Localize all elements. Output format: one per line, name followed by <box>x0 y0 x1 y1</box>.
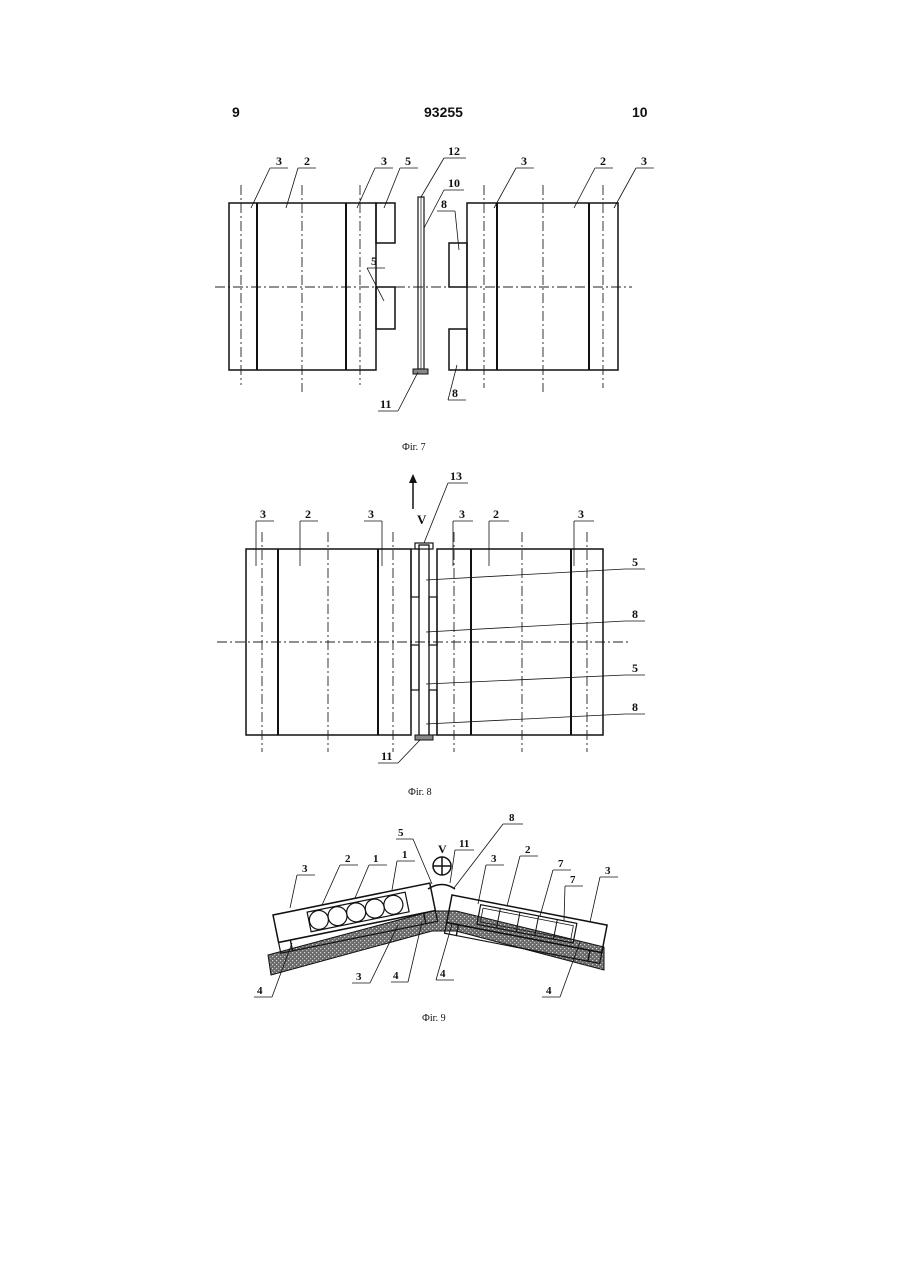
label-4: 4 <box>546 985 552 997</box>
label-4: 4 <box>257 985 263 997</box>
label-8: 8 <box>632 700 638 714</box>
label-3: 3 <box>276 154 282 168</box>
label-3: 3 <box>521 154 527 168</box>
figure-8-caption: Фіг. 8 <box>408 787 432 798</box>
label-8: 8 <box>441 197 447 211</box>
right-module <box>467 203 618 370</box>
label-11: 11 <box>459 838 469 850</box>
label-11: 11 <box>381 749 392 763</box>
label-3: 3 <box>381 154 387 168</box>
left-module <box>229 203 376 370</box>
figure-8: V <box>217 469 645 798</box>
label-5: 5 <box>398 827 404 839</box>
label-8: 8 <box>509 812 515 824</box>
label-12: 12 <box>448 144 460 158</box>
stop-11 <box>413 369 428 374</box>
label-2: 2 <box>345 853 351 865</box>
stop-11 <box>415 735 433 740</box>
pin-13 <box>419 545 429 736</box>
label-3: 3 <box>368 507 374 521</box>
label-1: 1 <box>373 853 379 865</box>
label-7: 7 <box>570 874 576 886</box>
label-5: 5 <box>632 661 638 675</box>
label-3: 3 <box>491 853 497 865</box>
hinge-joint <box>428 885 455 890</box>
label-5: 5 <box>632 555 638 569</box>
label-8: 8 <box>452 386 458 400</box>
label-13: 13 <box>450 469 462 483</box>
arrow-label: V <box>417 512 427 527</box>
label-3: 3 <box>459 507 465 521</box>
label-2: 2 <box>305 507 311 521</box>
label-3: 3 <box>578 507 584 521</box>
tab-5-lower <box>376 287 395 329</box>
label-2: 2 <box>304 154 310 168</box>
label-2: 2 <box>525 844 531 856</box>
figure-7: 3 2 3 5 12 10 3 2 3 8 5 11 8 Фіг. 7 <box>215 144 654 453</box>
label-4: 4 <box>440 968 446 980</box>
pin-head <box>415 543 433 549</box>
label-7: 7 <box>558 858 564 870</box>
figure-9: V <box>254 812 618 1024</box>
label-3: 3 <box>641 154 647 168</box>
label-1: 1 <box>402 849 408 861</box>
figure-9-caption: Фіг. 9 <box>422 1013 446 1024</box>
figure-7-caption: Фіг. 7 <box>402 442 426 453</box>
label-3: 3 <box>302 863 308 875</box>
label-2: 2 <box>493 507 499 521</box>
view-label: V <box>438 842 447 856</box>
label-2: 2 <box>600 154 606 168</box>
label-4: 4 <box>393 970 399 982</box>
label-11: 11 <box>380 397 391 411</box>
label-5: 5 <box>371 254 377 268</box>
arrow-head-icon <box>409 474 417 483</box>
label-5: 5 <box>405 154 411 168</box>
tab-5-upper <box>376 203 395 243</box>
label-3: 3 <box>605 865 611 877</box>
label-3: 3 <box>356 971 362 983</box>
tab-8-lower <box>449 329 467 370</box>
tab-8-upper <box>449 243 467 287</box>
label-10: 10 <box>448 176 460 190</box>
label-3: 3 <box>260 507 266 521</box>
label-8: 8 <box>632 607 638 621</box>
